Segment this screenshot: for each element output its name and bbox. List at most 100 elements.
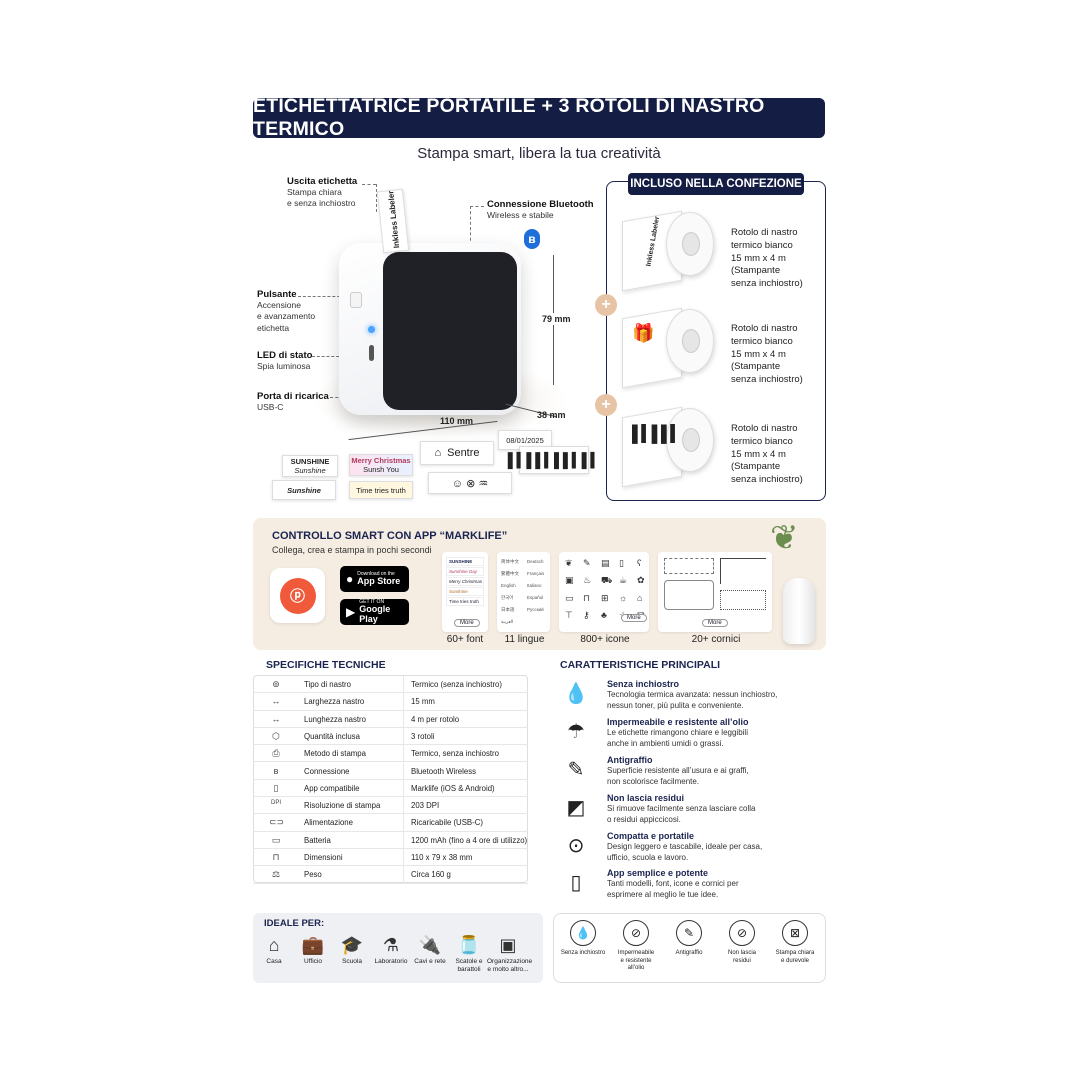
feature-badge-icon: 💧 [570, 920, 596, 946]
bluetooth-icon: ʙ [524, 229, 540, 249]
more-icons-button[interactable]: More [621, 614, 647, 622]
spec-icon: DPI [270, 800, 281, 807]
app-store-badge[interactable]: ● Download on the App Store [340, 566, 409, 592]
spec-icon: ⊓ [272, 852, 280, 862]
spec-row: ▯ App compatibile Marklife (iOS & Android) [253, 779, 528, 798]
spec-value: 3 rotoli [411, 731, 435, 741]
ideal-for-box [253, 913, 543, 983]
google-play-badge[interactable]: ▶ GET IT ON Google Play [340, 599, 409, 625]
feature-badge: 💧Senza inchiostro [557, 920, 609, 958]
spec-divider [403, 710, 404, 727]
frame-sample [664, 580, 714, 610]
ideal-for-item: ⌂Casa [253, 932, 295, 966]
width-dimension: 110 mm [440, 416, 474, 426]
printer-label-tape: Inkless Labeler [376, 188, 410, 254]
more-frames-button[interactable]: More [702, 619, 728, 627]
sun-icon: ☼ [619, 593, 628, 603]
ideal-for-item: 🎓Scuola [331, 932, 373, 966]
ideal-for-item: ⚗Laboratorio [370, 932, 412, 966]
sample-label: ⌂Sentre [420, 441, 494, 465]
gift-icon: 🎁 [632, 323, 655, 343]
bear-icon: ʕ [637, 558, 642, 568]
sample-label: Sunshine [272, 480, 336, 500]
feature-title: Impermeabile e resistente all’olio [607, 717, 749, 727]
leader-line [362, 184, 376, 185]
cup-icon: ☕ [619, 575, 628, 585]
feature-description: Tecnologia termica avanzata: nessun inch… [607, 690, 778, 710]
spec-icon: ⎙ [272, 748, 280, 759]
frame-sample [720, 590, 766, 610]
feature-badge: ✎Antigraffio [663, 920, 715, 958]
spec-value: Ricaricabile (USB-C) [411, 818, 483, 828]
spec-value: 1200 mAh (fino a 4 ore di utilizzo) [411, 835, 528, 845]
features-title: CARATTERISTICHE PRINCIPALI [560, 659, 721, 671]
barcode-icon: ▌▍▌▌▍ [632, 426, 683, 443]
spec-divider [403, 727, 404, 745]
leader-line [298, 296, 350, 297]
spec-divider [403, 779, 404, 797]
spec-label: Batteria [304, 835, 331, 845]
spec-label: App compatibile [304, 783, 360, 793]
spec-divider [403, 814, 404, 831]
feature-description: Superficie resistente all’usura e ai gra… [607, 766, 749, 786]
spec-icon: ↔ [271, 696, 281, 707]
feature-icon: 💧 [563, 683, 589, 705]
pencil-icon: ✎ [583, 558, 591, 568]
ideal-for-icon: ⚗ [382, 935, 400, 955]
spec-value: Marklife (iOS & Android) [411, 783, 495, 793]
callout-exit: Uscita etichetta Stampa chiara e senza i… [287, 176, 358, 209]
ideal-for-icon: 🫙 [457, 935, 481, 955]
spec-icon: ⊂⊃ [269, 817, 285, 828]
page-subtitle: Stampa smart, libera la tua creatività [417, 145, 661, 162]
feature-icon: ⊙ [567, 835, 585, 857]
spec-icon: ⊚ [272, 679, 280, 689]
plus-icon: + [595, 394, 617, 416]
key-icon: ⚷ [583, 610, 590, 620]
ideal-for-icon: 💼 [301, 935, 325, 955]
ideal-for-title: IDEALE PER: [264, 918, 325, 929]
sample-label: Merry Christmas Sunsh You [349, 454, 413, 476]
feature-badge-icon: ⊠ [782, 920, 808, 946]
spec-label: Connessione [304, 766, 350, 776]
included-title: INCLUSO NELLA CONFEZIONE [628, 173, 804, 195]
icons-card: ❦✎▤▯ʕ ▣♨⛟☕✿ ▭⊓⊞☼⌂ ⊤⚷♣☆✉ More [559, 552, 649, 632]
tape-roll: ▌▍▌▌▍ [622, 404, 714, 488]
paw-icon: ✿ [637, 575, 645, 585]
gift-icon: ⊞ [601, 593, 609, 603]
fonts-card: SUNSHINE Sunshine Day Merry Christmas Su… [442, 552, 488, 632]
apple-icon: ● [346, 572, 354, 586]
tag-icon: ⌂ [637, 593, 643, 603]
spec-value: 15 mm [411, 697, 435, 707]
spec-label: Larghezza nastro [304, 697, 365, 707]
spec-divider [403, 745, 404, 762]
doc-icon: ▤ [601, 558, 610, 568]
spec-icon: ▯ [273, 782, 279, 793]
languages-card: 简体中文 繁體中文 English 한국어 日本語 العربية Deutsc… [497, 552, 550, 632]
feature-title: App semplice e potente [607, 868, 709, 878]
sample-barcode-label: ▌▍▌▌▍▌▌▍▌▍ [508, 446, 601, 474]
leaf-icon: ❦ [565, 558, 573, 568]
jar-icon: ⊓ [583, 593, 591, 603]
roll-description: Rotolo di nastro termico bianco 15 mm x … [731, 423, 803, 486]
callout-port: Porta di ricarica USB-C [257, 391, 329, 412]
spec-value: 203 DPI [411, 801, 440, 811]
spec-label: Lunghezza nastro [304, 714, 366, 724]
languages-caption: 11 lingue [504, 634, 545, 645]
page-title: ETICHETTATRICE PORTATILE + 3 ROTOLI DI N… [253, 95, 825, 140]
ideal-for-icon: 🎓 [340, 935, 364, 955]
sample-icon-label: ☺ ⊗ ♒ [428, 472, 512, 494]
more-fonts-button[interactable]: More [454, 619, 480, 627]
frames-card: More [658, 552, 772, 632]
depth-dimension: 38 mm [537, 410, 566, 420]
cake-icon: ♨ [583, 575, 592, 585]
printer-usb-port [369, 345, 374, 361]
leader-line [470, 206, 471, 246]
